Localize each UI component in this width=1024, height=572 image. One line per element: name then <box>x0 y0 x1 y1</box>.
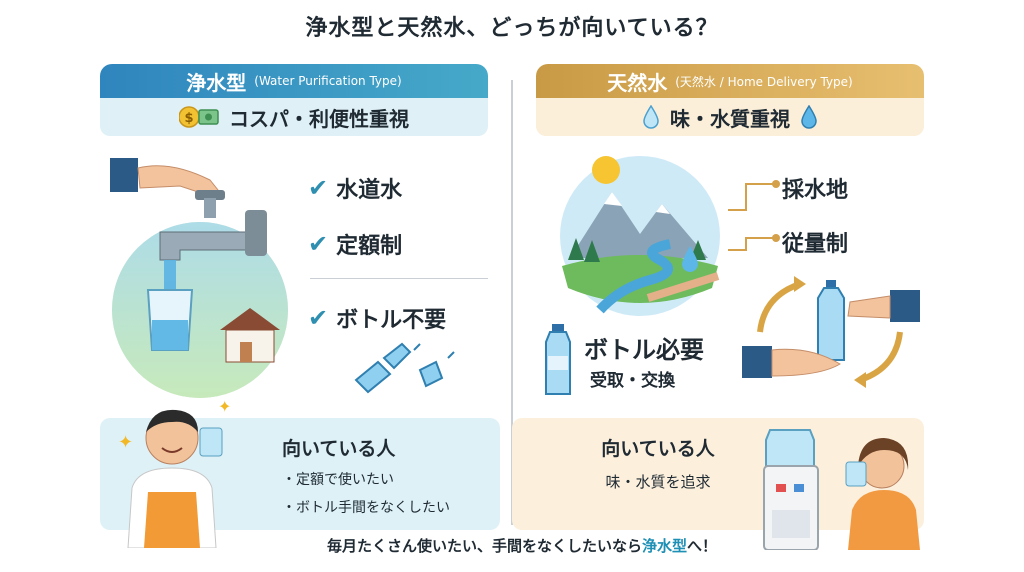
right-band-label: 味・水質重視 <box>670 106 790 131</box>
check-icon: ✔ <box>308 230 329 258</box>
right-suited-content: 向いている人 味・水質を追求 <box>578 434 738 492</box>
left-header-sub: (Water Purification Type) <box>254 74 402 88</box>
footer-message: 毎月たくさん使いたい、手間をなくしたいなら浄水型へ！ <box>262 535 782 556</box>
broken-bottle-icon <box>354 342 455 394</box>
footer-suffix: へ！ <box>687 537 718 555</box>
left-feature-2-label: 定額制 <box>336 234 403 259</box>
right-feature-2: 従量制 <box>782 226 848 258</box>
left-band: $ コスパ・利便性重視 <box>100 98 488 136</box>
left-suited-content: 向いている人 ・定額で使いたい ・ボトル手間をなくしたい <box>282 434 450 517</box>
right-feature-2-label: 従量制 <box>782 232 849 257</box>
svg-text:$: $ <box>184 111 193 126</box>
left-feature-2: ✔ 定額制 <box>308 228 402 260</box>
person-drinking-illustration: ✦ ✦ <box>118 398 231 548</box>
left-feature-1: ✔ 水道水 <box>308 172 402 204</box>
left-header-main: 浄水型 <box>186 70 247 95</box>
left-feature-3: ✔ ボトル不要 <box>308 302 446 334</box>
right-feature-1-label: 採水地 <box>782 178 849 203</box>
right-band: 味・水質重視 <box>536 98 924 136</box>
feature-separator <box>310 278 488 279</box>
left-header: 浄水型 (Water Purification Type) <box>100 64 488 98</box>
connector-lines <box>728 180 780 251</box>
water-drop-icon <box>801 105 817 129</box>
svg-text:✦: ✦ <box>118 432 133 453</box>
left-feature-1-label: 水道水 <box>336 178 403 203</box>
right-header: 天然水 (天然水 / Home Delivery Type) <box>536 64 924 98</box>
nature-source-illustration <box>560 156 720 316</box>
water-server-and-person-illustration <box>763 429 920 550</box>
water-bottle-icon <box>545 324 571 395</box>
left-suited-item-2: ・ボトル手間をなくしたい <box>282 500 450 516</box>
right-suited-title: 向いている人 <box>601 438 715 460</box>
right-header-main: 天然水 <box>607 70 668 95</box>
left-suited-title: 向いている人 <box>282 438 396 460</box>
footer-highlight: 浄水型 <box>641 537 687 555</box>
check-icon: ✔ <box>308 174 329 202</box>
right-suited-item: 味・水質を追求 <box>605 473 711 491</box>
page-title: 浄水型と天然水、どっちが向いている？ <box>305 16 719 41</box>
money-icon: $ <box>179 106 219 128</box>
svg-text:✦: ✦ <box>218 398 231 416</box>
bottle-required-label: ボトル必要 <box>584 336 704 364</box>
footer-prefix: 毎月たくさん使いたい、手間をなくしたいなら <box>326 537 642 555</box>
left-suited-item-1: ・定額で使いたい <box>282 472 394 488</box>
check-icon: ✔ <box>308 304 329 332</box>
left-band-label: コスパ・利便性重視 <box>229 106 409 131</box>
bottle-handover-illustration <box>742 276 920 388</box>
left-feature-3-label: ボトル不要 <box>336 308 447 333</box>
bottle-exchange-label: 受取・交換 <box>590 371 675 391</box>
right-feature-1: 採水地 <box>782 172 848 204</box>
center-divider <box>511 80 513 525</box>
water-drop-icon <box>643 105 659 129</box>
right-header-sub: (天然水 / Home Delivery Type) <box>675 74 853 89</box>
faucet-illustration <box>110 158 288 398</box>
